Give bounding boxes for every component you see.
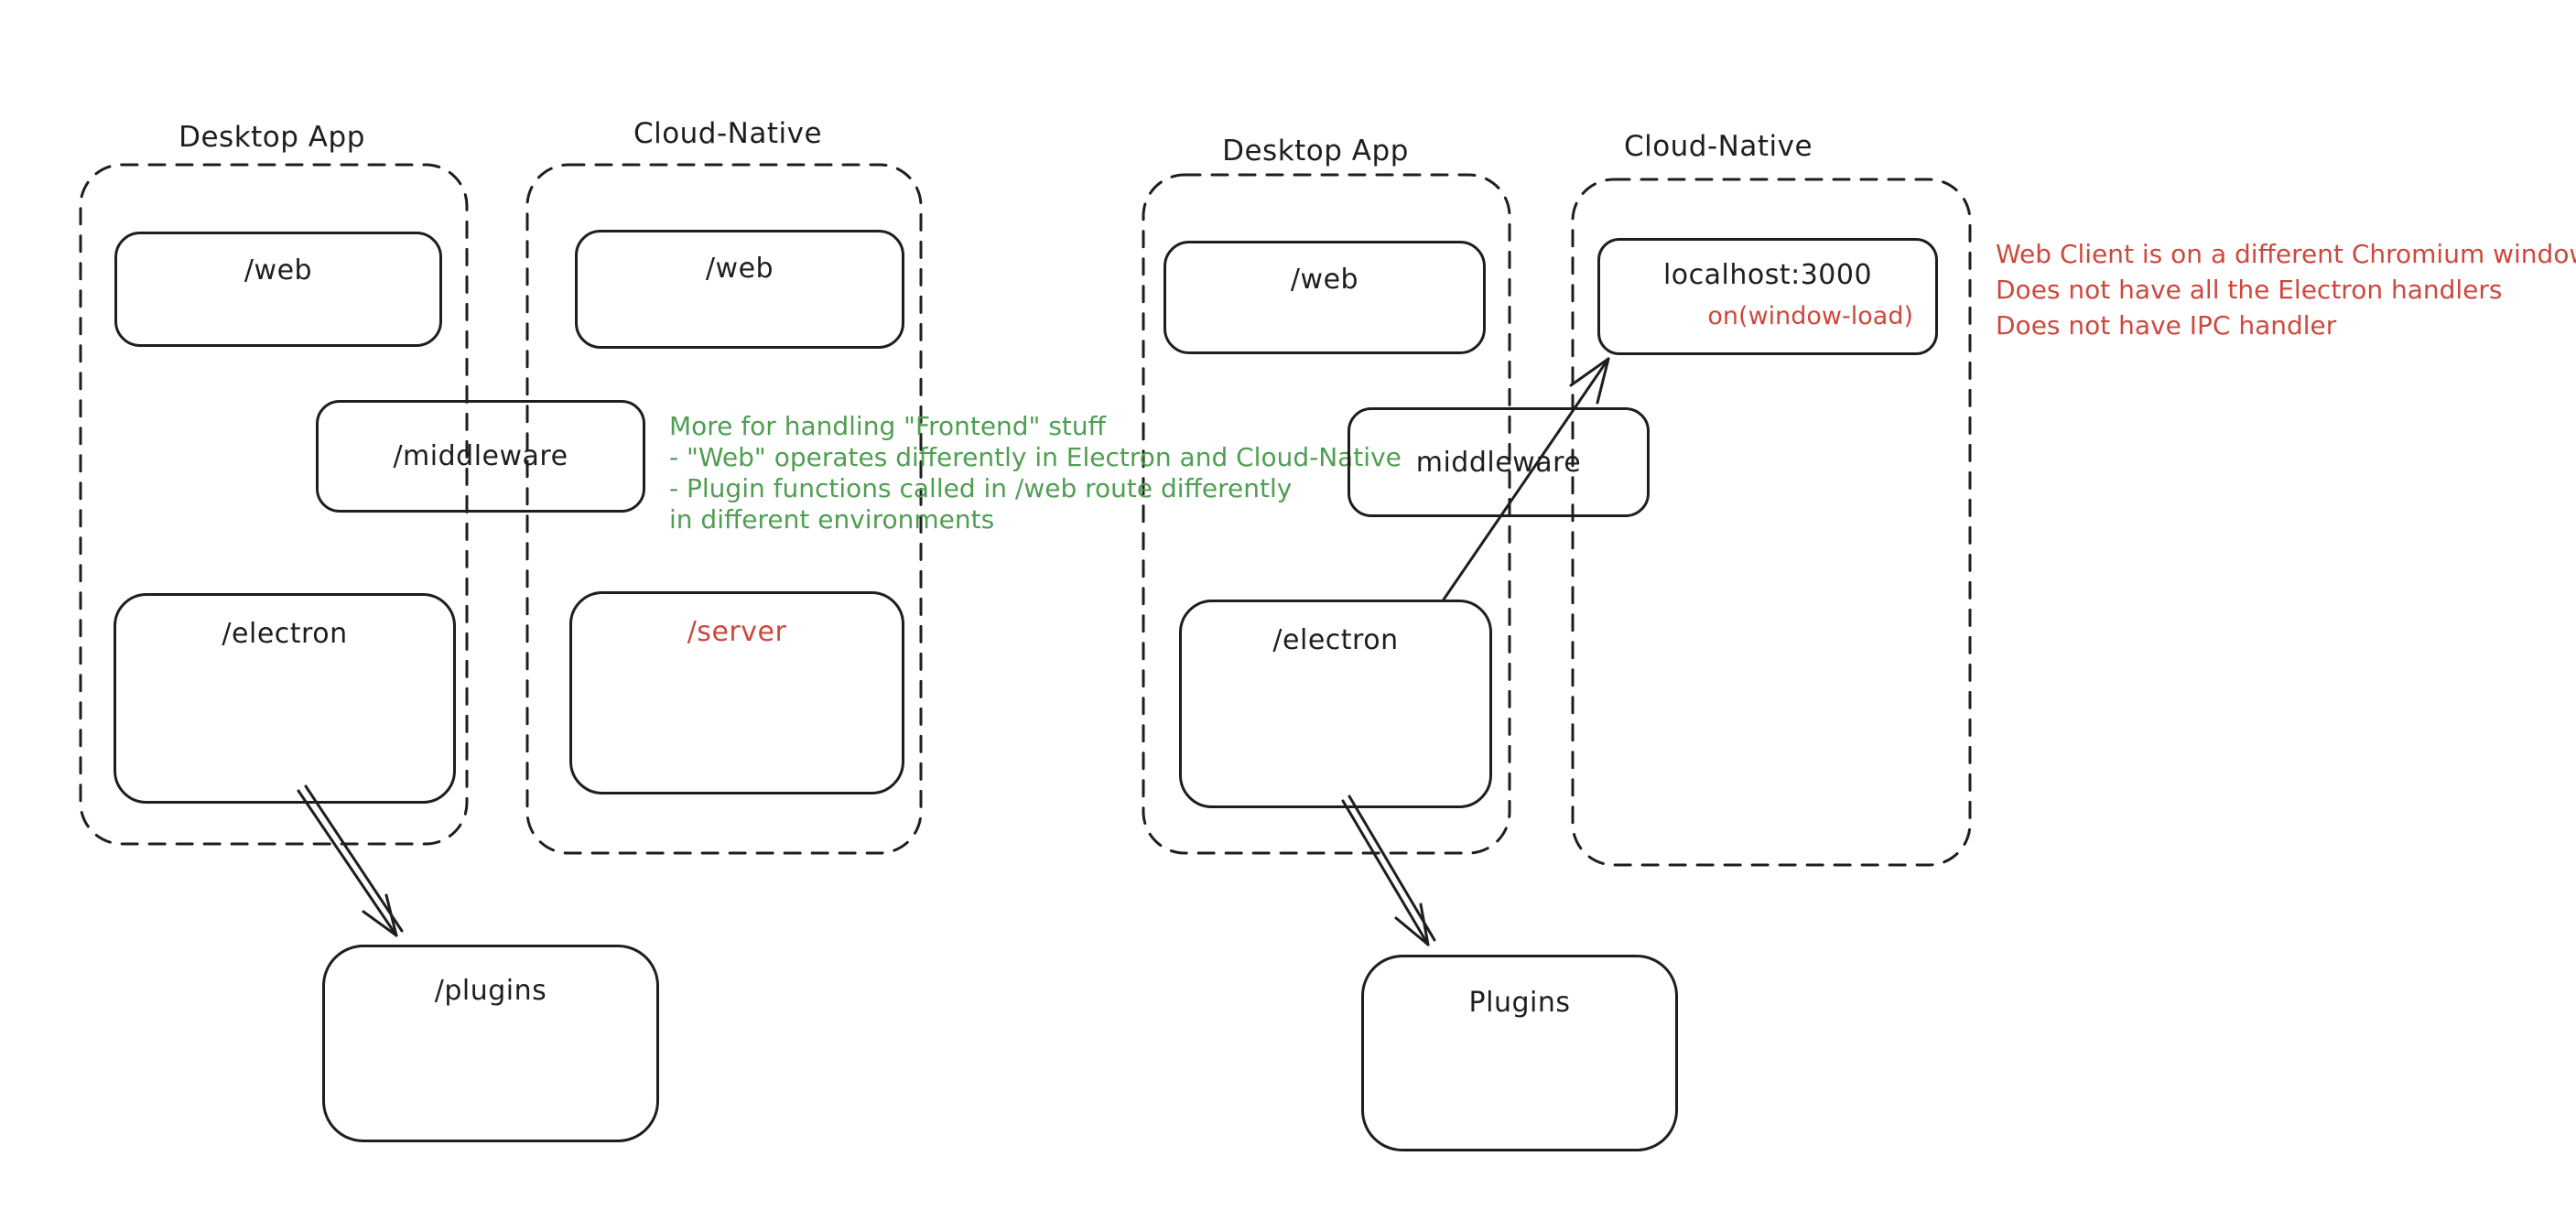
left-plugins-box-label: /plugins bbox=[434, 975, 547, 1007]
left-web-cloud-box: /web bbox=[575, 230, 904, 349]
arrow-electron-to-localhost bbox=[1442, 357, 1610, 601]
right-middleware-box-label: middleware bbox=[1415, 446, 1582, 479]
right-localhost-box-sublabel: on(window-load) bbox=[1707, 302, 1913, 330]
note-line: Does not have IPC handler bbox=[1996, 310, 2337, 340]
right-web-box: /web bbox=[1164, 241, 1486, 354]
left-desktop-app-label: Desktop App bbox=[179, 121, 365, 154]
left-web-desktop-box: /web bbox=[114, 232, 442, 347]
note-line: - Plugin functions called in /web route … bbox=[669, 473, 1293, 503]
right-desktop-app-container bbox=[1142, 173, 1511, 855]
left-middleware-box: /middleware bbox=[316, 400, 645, 513]
left-electron-box: /electron bbox=[114, 593, 456, 804]
right-cloud-native-label: Cloud-Native bbox=[1623, 130, 1813, 163]
left-electron-box-label: /electron bbox=[222, 618, 348, 650]
right-web-box-label: /web bbox=[1290, 264, 1359, 296]
left-web-desktop-box-label: /web bbox=[244, 254, 313, 286]
left-desktop-app-container bbox=[79, 163, 469, 846]
left-cloud-native-label: Cloud-Native bbox=[633, 117, 823, 150]
arrow-electron-to-plugins-left bbox=[297, 784, 404, 937]
left-plugins-box: /plugins bbox=[322, 945, 659, 1142]
right-desktop-app-label: Desktop App bbox=[1222, 135, 1409, 168]
right-plugins-box-label: Plugins bbox=[1468, 987, 1571, 1019]
note-line: Does not have all the Electron handlers bbox=[1996, 275, 2503, 305]
note-line: - "Web" operates differently in Electron… bbox=[669, 442, 1402, 472]
right-electron-box-label: /electron bbox=[1272, 624, 1399, 656]
left-middleware-box-label: /middleware bbox=[393, 440, 568, 472]
arrow-electron-to-plugins-right bbox=[1341, 794, 1436, 946]
note-line: in different environments bbox=[669, 504, 995, 535]
note-line: Web Client is on a different Chromium wi… bbox=[1996, 239, 2576, 269]
left-server-box-label: /server bbox=[687, 616, 787, 648]
left-green-annotation: More for handling "Frontend" stuff - "We… bbox=[669, 411, 1402, 535]
left-server-box: /server bbox=[569, 591, 904, 794]
right-localhost-box-label: localhost:3000 bbox=[1662, 259, 1873, 291]
right-electron-box: /electron bbox=[1179, 600, 1492, 808]
right-middleware-box: middleware bbox=[1348, 407, 1650, 517]
right-plugins-box: Plugins bbox=[1361, 955, 1678, 1151]
right-red-annotation: Web Client is on a different Chromium wi… bbox=[1996, 236, 2576, 343]
left-web-cloud-box-label: /web bbox=[705, 253, 774, 285]
right-localhost-box: localhost:3000 on(window-load) bbox=[1597, 238, 1938, 355]
note-line: More for handling "Frontend" stuff bbox=[669, 411, 1106, 441]
